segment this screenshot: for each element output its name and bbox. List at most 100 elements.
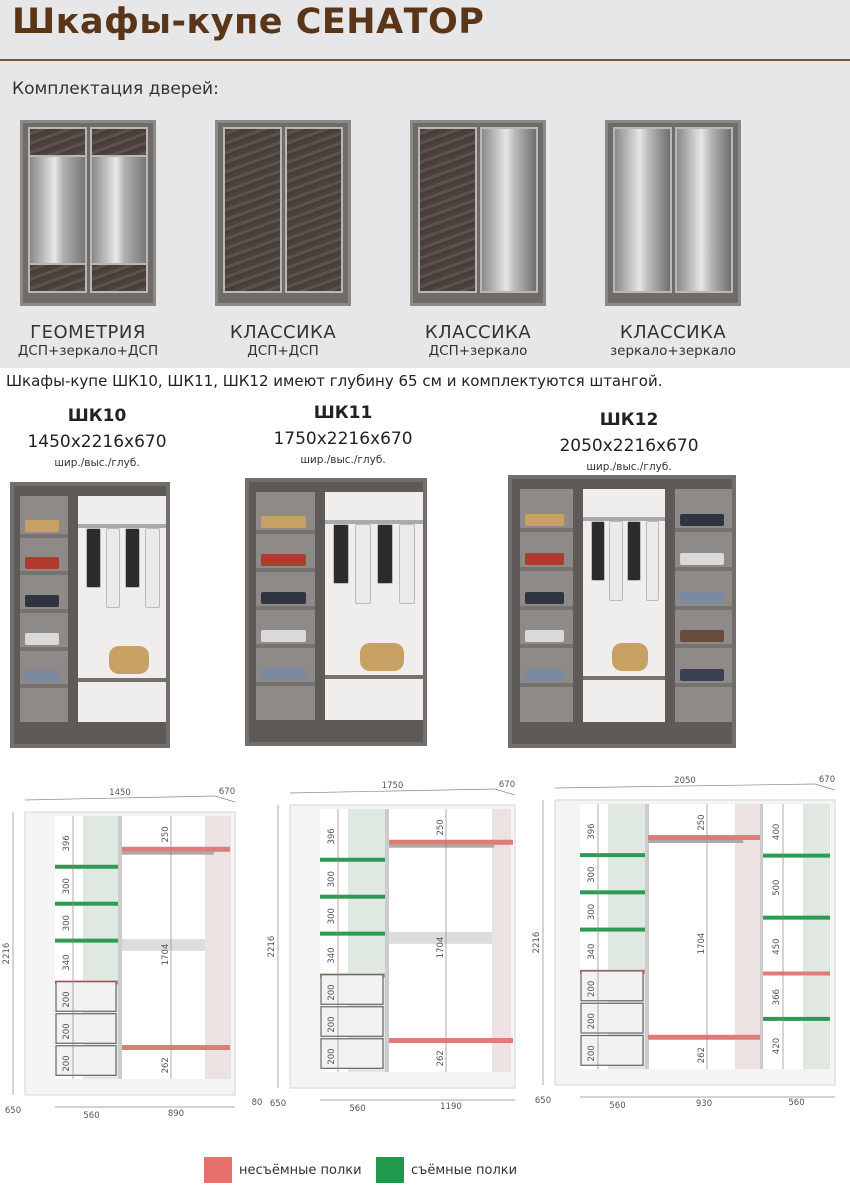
dimension-label: 2050 (674, 776, 696, 786)
model-name: ШК12 (599, 410, 659, 430)
door-option-desc: ДСП+зеркало+ДСП (17, 343, 159, 359)
dimension-label: 200 (62, 1023, 72, 1039)
dimension-label: 2216 (2, 943, 12, 965)
fixed-shelf (389, 1038, 513, 1044)
legend-swatch-fixed (204, 1157, 232, 1183)
dimension-label: 340 (62, 954, 72, 970)
drawer (580, 1034, 644, 1066)
dimension-label: 500 (772, 880, 782, 896)
door-option-image (605, 120, 741, 306)
door-option-image (20, 120, 156, 306)
door-option-desc: ДСП+зеркало (428, 343, 528, 359)
dimension-label: 262 (436, 1050, 446, 1066)
dimension-label: 560 (349, 1104, 365, 1114)
dimension-label: 200 (587, 1045, 597, 1061)
model-title-shk10: ШК10 1450x2216x670 шир./выс./глуб. (0, 406, 207, 469)
model-title-shk11: ШК11 1750x2216x670 шир./выс./глуб. (233, 403, 453, 466)
dimension-label: 2216 (532, 932, 542, 954)
dimension-label: 670 (219, 787, 235, 797)
dimension-label: 670 (819, 775, 835, 785)
model-units: шир./выс./глуб. (54, 457, 140, 469)
geometry-door (89, 127, 148, 293)
door-option-name: КЛАССИКА (229, 322, 337, 343)
fixed-shelf (122, 1045, 230, 1051)
dimension-label: 560 (609, 1101, 625, 1111)
dimension-label: 300 (327, 908, 337, 924)
dimension-label: 262 (697, 1047, 707, 1063)
removable-shelf (580, 890, 645, 895)
dimension-label: 650 (5, 1106, 21, 1116)
dimension-label: 300 (62, 878, 72, 894)
dimension-label: 262 (161, 1057, 171, 1073)
dimension-label: 300 (62, 915, 72, 931)
model-name: ШК11 (313, 403, 373, 423)
dimension-label: 340 (587, 944, 597, 960)
dimension-label: 400 (772, 824, 782, 840)
dimension-label: 366 (772, 989, 782, 1005)
wardrobe-photo (245, 478, 427, 746)
removable-shelf (763, 1016, 830, 1021)
dimension-label: 200 (62, 991, 72, 1007)
door-option-name: КЛАССИКА (424, 322, 532, 343)
dimension-label: 200 (587, 981, 597, 997)
depth-note: Шкафы-купе ШК10, ШК11, ШК12 имеют глубин… (6, 372, 663, 390)
removable-shelf (763, 853, 830, 858)
mirror-door (613, 127, 672, 293)
fixed-shelf (648, 1034, 760, 1040)
removable-shelf (55, 864, 118, 869)
removable-shelf (55, 901, 118, 906)
dimension-line (494, 788, 516, 796)
dimension-label: 250 (697, 814, 707, 830)
door-option-desc: ДСП+ДСП (247, 343, 319, 359)
dimension-label: 1704 (436, 937, 446, 959)
fixed-shelf (389, 839, 513, 845)
wardrobe-photo (508, 475, 736, 748)
dimension-label: 200 (587, 1013, 597, 1029)
model-name: ШК10 (67, 406, 127, 426)
dimension-label: 450 (772, 938, 782, 954)
dimension-label: 200 (327, 1016, 337, 1032)
dimension-label: 200 (327, 984, 337, 1000)
divider (118, 816, 122, 1079)
dimension-line (24, 795, 216, 801)
mirror-door (479, 127, 538, 293)
drawer (55, 1045, 117, 1076)
dsp-door (284, 127, 343, 293)
dimension-line (814, 783, 836, 791)
dimension-label: 420 (772, 1038, 782, 1054)
dimension-label: 560 (83, 1111, 99, 1121)
removable-shelf (580, 853, 645, 858)
removable-shelf (320, 894, 385, 899)
dimension-label: 650 (535, 1096, 551, 1106)
drawer (320, 1006, 384, 1037)
dimension-line (554, 783, 816, 789)
door-option-name: КЛАССИКА (619, 322, 727, 343)
doors-heading: Комплектация дверей: (12, 79, 219, 99)
removable-shelf (320, 931, 385, 936)
divider (645, 804, 649, 1069)
fixed-shelf (763, 971, 830, 976)
dimension-label: 300 (587, 867, 597, 883)
dimension-label: 1704 (161, 944, 171, 966)
hanging-rod (648, 839, 744, 843)
model-title-shk12: ШК12 2050x2216x670 шир./выс./глуб. (519, 410, 739, 473)
geometry-door (28, 127, 87, 293)
drawer (580, 1002, 644, 1034)
model-dims: 1750x2216x670 (273, 429, 413, 449)
mirror-door (674, 127, 733, 293)
drawer (580, 970, 644, 1002)
removable-shelf (320, 857, 385, 862)
dimension-line (289, 788, 496, 794)
dsp-door (223, 127, 282, 293)
dimension-label: 1704 (697, 933, 707, 955)
hanging-rod (122, 851, 214, 855)
dsp-door (418, 127, 477, 293)
dimension-label: 396 (327, 828, 337, 844)
dimension-label: 890 (168, 1109, 184, 1119)
model-dims: 1450x2216x670 (27, 432, 167, 452)
title-divider (0, 59, 850, 61)
dimension-line (214, 795, 236, 803)
